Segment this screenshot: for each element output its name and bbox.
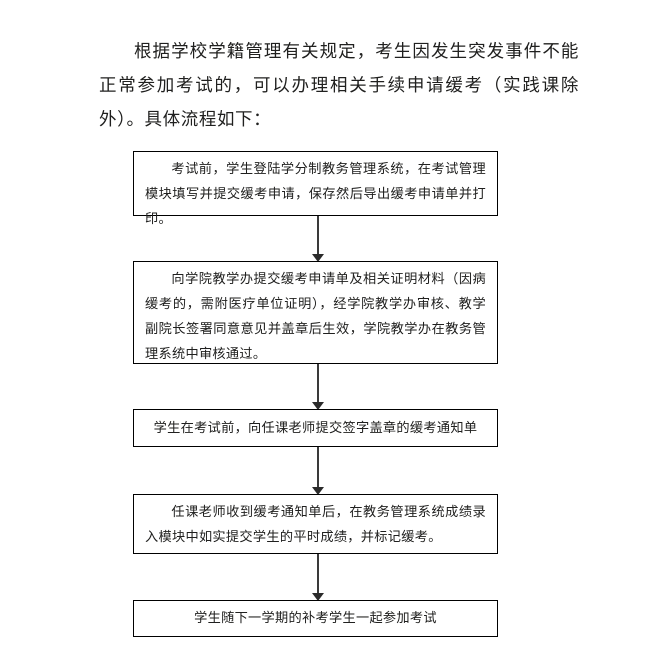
arrow-head-icon (312, 593, 324, 601)
arrow-shaft (317, 216, 319, 254)
flow-arrow-2-to-3 (311, 364, 325, 410)
flowchart-node-4[interactable]: 任课老师收到缓考通知单后，在教务管理系统成绩录入模块中如实提交学生的平时成绩，并… (133, 494, 498, 554)
flowchart-node-5[interactable]: 学生随下一学期的补考学生一起参加考试 (133, 600, 498, 637)
arrow-shaft (317, 447, 319, 487)
arrow-shaft (317, 364, 319, 402)
flowchart-node-3[interactable]: 学生在考试前，向任课老师提交签字盖章的缓考通知单 (133, 409, 498, 447)
flowchart-node-1[interactable]: 考试前，学生登陆学分制教务管理系统，在考试管理模块填写并提交缓考申请，保存然后导… (133, 151, 498, 227)
arrow-shaft (317, 554, 319, 593)
flowchart-node-2[interactable]: 向学院教学办提交缓考申请单及相关证明材料（因病缓考的，需附医疗单位证明），经学院… (133, 261, 498, 364)
arrow-head-icon (312, 254, 324, 262)
arrow-head-icon (312, 487, 324, 495)
intro-paragraph: 根据学校学籍管理有关规定，考生因发生突发事件不能正常参加考试的，可以办理相关手续… (99, 41, 579, 130)
arrow-head-icon (312, 402, 324, 410)
flow-arrow-4-to-5 (311, 554, 325, 601)
flow-arrow-3-to-4 (311, 447, 325, 495)
flow-arrow-1-to-2 (311, 216, 325, 262)
